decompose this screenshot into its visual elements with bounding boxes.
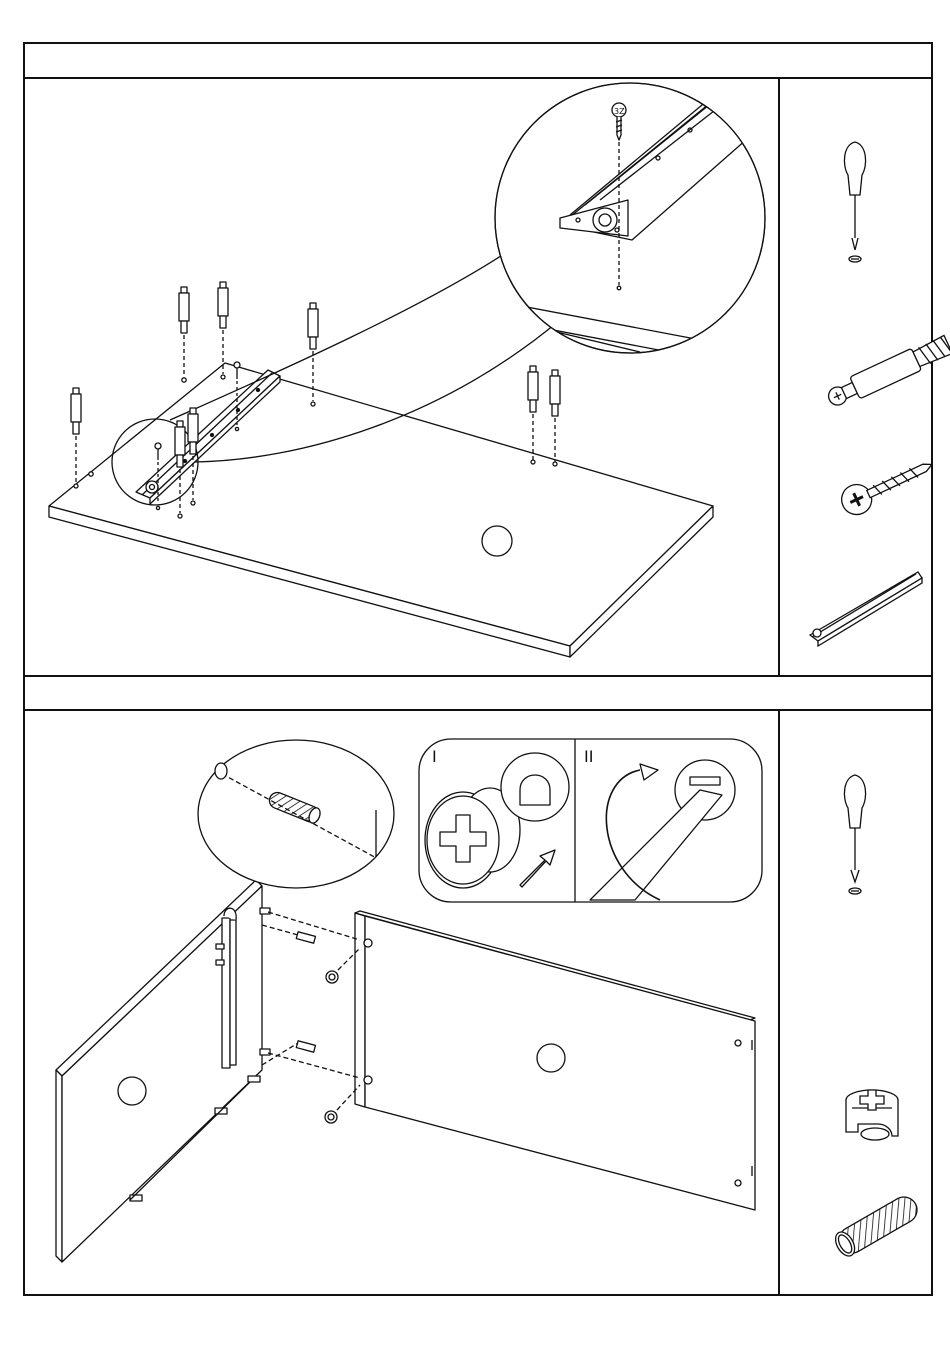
dowel <box>260 908 315 1055</box>
step2-parts <box>832 775 922 1259</box>
screw-icon <box>837 451 938 520</box>
cam-bolt <box>308 303 318 401</box>
cam-lock <box>325 971 338 1123</box>
zoom-screw-label: 3Z <box>614 107 625 116</box>
side-panel-left <box>56 880 262 1262</box>
screwdriver-icon <box>844 142 865 262</box>
cam-bolt <box>550 370 560 462</box>
panel-sticker-circle <box>118 1077 146 1105</box>
inset-label-II: II <box>584 747 593 766</box>
cam-lock-icon <box>846 1090 898 1140</box>
panel-sticker-circle <box>482 526 512 556</box>
drawer-runner-icon <box>810 572 922 646</box>
inset-label-I: I <box>432 747 437 766</box>
wooden-dowel-icon <box>832 1192 922 1259</box>
cam-bolt <box>218 282 228 374</box>
step1-parts <box>810 142 950 646</box>
cam-bolt <box>528 366 538 460</box>
top-panel <box>49 363 713 657</box>
zoom-detail-runner: 3Z <box>490 75 780 373</box>
step1-illustration: 3Z <box>49 75 780 657</box>
inset-cam-lock-steps: I II <box>419 739 762 902</box>
cam-bolt <box>71 388 81 483</box>
zoom-detail-dowel <box>198 740 394 900</box>
panel-sticker-circle <box>537 1044 565 1072</box>
step2-illustration: I II <box>56 739 762 1262</box>
cam-bolt <box>179 287 189 377</box>
screwdriver-icon <box>844 775 865 894</box>
back-panel-right <box>355 911 755 1210</box>
